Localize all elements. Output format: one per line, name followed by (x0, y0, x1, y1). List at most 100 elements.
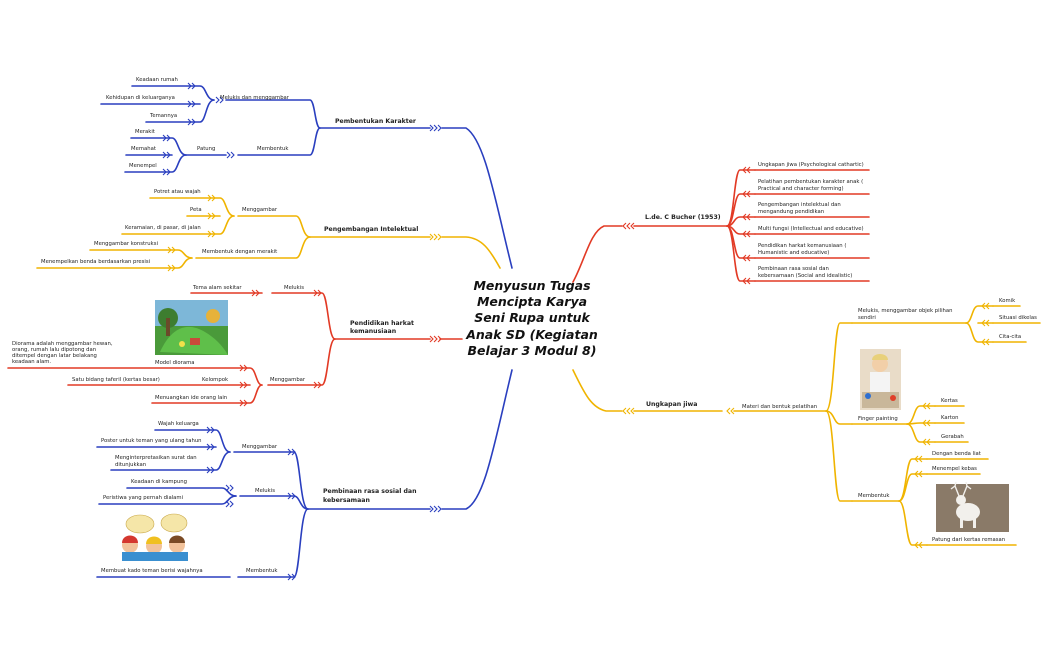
double-chevron-icon (187, 100, 196, 108)
node-menempel[interactable]: Menempel (129, 163, 157, 169)
node-membentuk-sosial[interactable]: Membentuk (246, 568, 278, 574)
node-keadaan-rumah[interactable]: Keadaan rumah (136, 77, 178, 83)
node-gerabah[interactable]: Gerabah (941, 434, 964, 440)
node-model-diorama[interactable]: Model diorama (155, 360, 195, 366)
double-chevron-icon (287, 573, 296, 581)
node-ungkapan-jiwa[interactable]: Ungkapan jiwa (646, 401, 697, 408)
double-chevron-icon (206, 466, 215, 474)
node-bucher-item-2-line-1[interactable]: Pelatihan pembentukan karakter anak ( (758, 179, 863, 185)
double-chevron-icon (167, 246, 176, 254)
node-pembinaan-sosial-line-1[interactable]: Pembinaan rasa sosial dan (323, 488, 416, 495)
double-chevron-icon (914, 541, 923, 549)
node-melukis-dan-menggambar[interactable]: Melukis dan menggambar (220, 95, 290, 101)
node-pembentukan-karakter[interactable]: Pembentukan Karakter (335, 118, 417, 125)
node-memahat[interactable]: Memahat (131, 146, 156, 152)
node-keadaan-kampung[interactable]: Keadaan di kampung (131, 479, 187, 485)
double-chevron-icon (981, 302, 990, 310)
node-bucher-item-6-line-1[interactable]: Pembinaan rasa sosial dan (758, 266, 829, 272)
node-peristiwa[interactable]: Peristiwa yang pernah dialami (103, 495, 183, 501)
double-chevron-icon (287, 492, 296, 500)
node-patung[interactable]: Patung (197, 146, 215, 152)
node-wajah-keluarga[interactable]: Wajah keluarga (158, 421, 199, 427)
double-chevron-icon (162, 151, 171, 159)
diorama-desc-line-1: Diorama adalah menggambar hewan, (12, 341, 113, 347)
node-bucher-item-4[interactable]: Multi fungsi (Intellectual and educative… (758, 226, 864, 232)
node-pendidikan-harkat-line-2[interactable]: kemanusiaan (350, 328, 396, 335)
node-pembinaan-sosial-line-2[interactable]: kebersamaan (323, 497, 370, 504)
node-menggambar-sosial[interactable]: Menggambar (242, 444, 278, 450)
node-situasi-dikelas[interactable]: Situasi dikelas (999, 315, 1037, 321)
node-potret-wajah[interactable]: Potret atau wajah (154, 189, 201, 195)
double-chevron-icon (225, 500, 234, 508)
node-keramaian[interactable]: Keramaian, di pasar, di jalan (125, 225, 201, 231)
node-menggambar-konstruksi[interactable]: Menggambar konstruksi (94, 241, 158, 247)
node-menuangkan-ide[interactable]: Menuangkan ide orang lain (155, 395, 227, 401)
double-chevron-icon (742, 254, 751, 262)
node-materi-pelatihan[interactable]: Materi dan bentuk pelatihan (742, 404, 817, 410)
node-melukis-harkat[interactable]: Melukis (284, 285, 304, 291)
branch-pembentukan-karakter: Pembentukan Karakter Melukis dan menggam… (100, 77, 513, 269)
branch-pembinaan-sosial: Pembinaan rasa sosial dan kebersamaan Me… (96, 369, 513, 581)
node-menempelkan-benda[interactable]: Menempelkan benda berdasarkan presisi (41, 259, 150, 265)
node-cita-cita[interactable]: Cita-cita (999, 334, 1021, 340)
node-pendidikan-harkat-line-1[interactable]: Pendidikan harkat (350, 320, 414, 327)
children-cartoon-image (118, 513, 193, 561)
double-chevron-icon (922, 419, 931, 427)
node-temannya[interactable]: Temannya (149, 113, 177, 119)
node-menempel-kebas[interactable]: Menempel kebas (932, 466, 977, 472)
node-kelompok[interactable]: Kelompok (202, 377, 229, 383)
double-chevron-icon (162, 168, 171, 176)
double-chevron-icon (206, 426, 215, 434)
node-satu-bidang[interactable]: Satu bidang taferil (kertas besar) (72, 377, 160, 383)
diorama-desc-line-2: orang, rumah lalu dipotong dan (12, 347, 96, 353)
finger-painting-photo (860, 349, 901, 410)
node-membuat-kado[interactable]: Membuat kado teman berisi wajahnya (101, 568, 203, 574)
node-bucher-item-3-line-1[interactable]: Pengembangan intelektual dan (758, 202, 841, 208)
node-benda-liat[interactable]: Dengan benda liat (932, 451, 981, 457)
node-bucher[interactable]: L.de. C Bucher (1953) (645, 214, 721, 221)
node-finger-painting[interactable]: Finger painting (858, 416, 898, 422)
node-melukis-objek-line-1[interactable]: Melukis, menggambar objek pilihan (858, 308, 953, 314)
double-chevron-icon (429, 505, 442, 513)
node-menggambar-harkat[interactable]: Menggambar (270, 377, 306, 383)
node-menginterpretasikan-line-1[interactable]: Menginterpretasikan surat dan (115, 455, 197, 461)
node-komik[interactable]: Komik (999, 298, 1016, 304)
node-membentuk-merakit[interactable]: Membentuk dengan merakit (202, 249, 277, 255)
node-karton[interactable]: Karton (941, 415, 958, 421)
double-chevron-icon (239, 364, 248, 372)
diorama-desc-line-4: keadaan alam. (12, 359, 51, 365)
double-chevron-icon (251, 289, 260, 297)
node-menggambar-intelektual[interactable]: Menggambar (242, 207, 278, 213)
branch-bucher: L.de. C Bucher (1953) Ungkapan jiwa (Psy… (572, 162, 870, 285)
double-chevron-icon (207, 212, 216, 220)
double-chevron-icon (225, 484, 234, 492)
node-melukis-sosial[interactable]: Melukis (255, 488, 275, 494)
central-topic[interactable]: Menyusun Tugas Mencipta Karya Seni Rupa … (465, 278, 598, 358)
node-bucher-item-5-line-2[interactable]: Humanistic and educative) (758, 250, 829, 256)
node-tema-alam[interactable]: Tema alam sekitar (192, 285, 242, 291)
node-membentuk-ungkapan[interactable]: Membentuk (858, 493, 890, 499)
double-chevron-icon (206, 443, 215, 451)
node-bucher-item-3-line-2[interactable]: mengandung pendidikan (758, 209, 824, 215)
node-bucher-item-6-line-2[interactable]: kebersamaan (Social and idealistic) (758, 273, 852, 279)
node-kehidupan-keluarga[interactable]: Kehidupan di keluarganya (106, 95, 175, 101)
double-chevron-icon (742, 166, 751, 174)
node-menginterpretasikan-line-2[interactable]: ditunjukkan (115, 462, 146, 468)
node-merakit[interactable]: Merakit (135, 129, 155, 135)
node-poster-ulang-tahun[interactable]: Poster untuk teman yang ulang tahun (101, 438, 202, 444)
node-bucher-item-5-line-1[interactable]: Pendidikan harkat kemanusiaan ( (758, 243, 846, 249)
node-bucher-item-2-line-2[interactable]: Practical and character forming) (758, 186, 844, 192)
double-chevron-icon (239, 399, 248, 407)
node-peta[interactable]: Peta (190, 207, 202, 213)
node-kertas[interactable]: Kertas (941, 398, 958, 404)
central-title-line-3: Seni Rupa untuk (474, 310, 590, 325)
node-melukis-objek-line-2[interactable]: sendiri (858, 315, 876, 321)
double-chevron-icon (914, 470, 923, 478)
double-chevron-icon (742, 190, 751, 198)
double-chevron-icon (429, 335, 442, 343)
node-bucher-item-1[interactable]: Ungkapan jiwa (Psychological cathartic) (758, 162, 864, 168)
node-patung-kertas[interactable]: Patung dari kertas remasan (932, 537, 1005, 543)
node-pengembangan-intelektual[interactable]: Pengembangan Intelektual (324, 226, 418, 233)
node-membentuk[interactable]: Membentuk (257, 146, 289, 152)
